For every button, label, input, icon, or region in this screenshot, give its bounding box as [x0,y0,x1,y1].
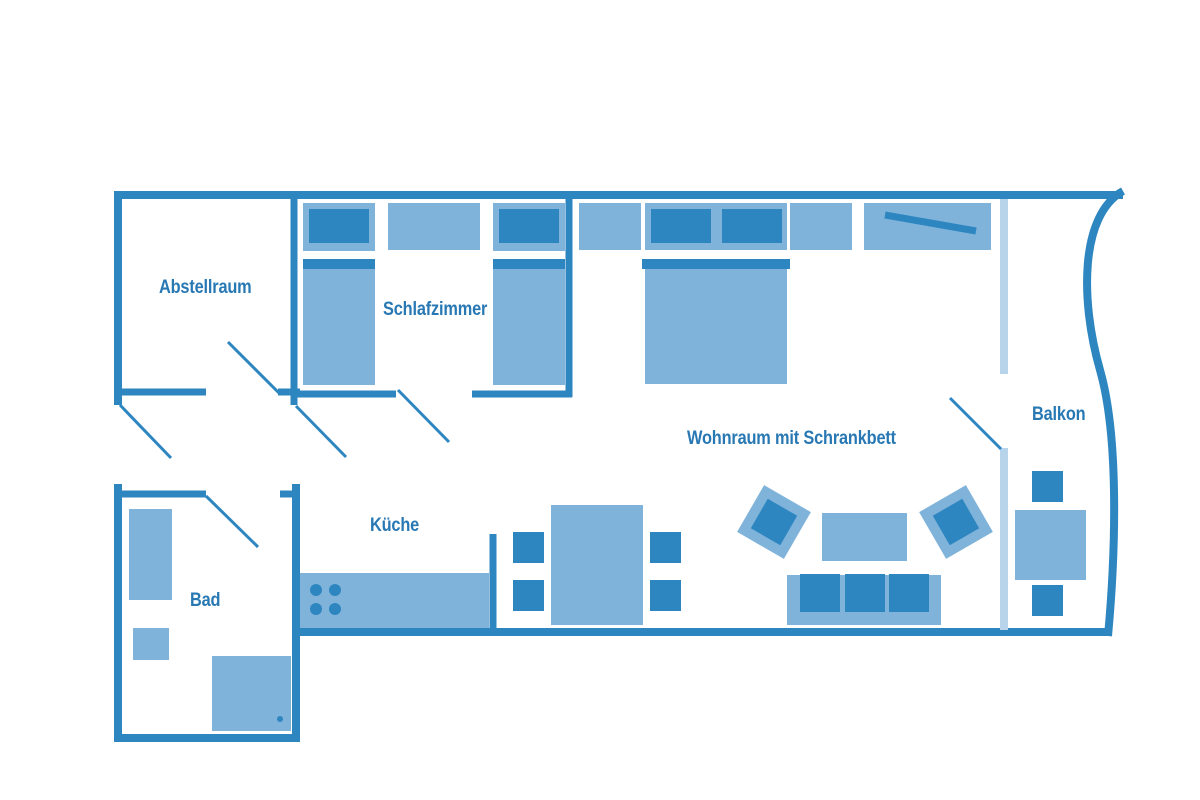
bed-right [493,259,565,385]
label-abstellraum: Abstellraum [159,277,252,298]
shower-drain [277,716,283,722]
door-balkon [948,396,1003,451]
dining-chair-3 [650,532,681,563]
stove-burner-3 [310,603,322,615]
toilet [133,628,169,660]
dining-table [551,505,643,625]
pillow-left-inner [309,209,369,243]
glass-upper [1000,199,1008,374]
stove-burner-2 [329,584,341,596]
cabinet-4 [864,203,991,250]
wall-balcony-curve [1083,187,1126,637]
cabinet-1 [579,203,641,250]
door-entry-left [118,403,173,460]
glass-lower [1000,448,1008,630]
dining-chair-1 [513,532,544,563]
bed-left [303,259,375,385]
sofa-cushion-3 [889,574,929,612]
murphy-bed-headboard [642,259,790,269]
bathtub [129,509,172,600]
kitchen-furniture [300,573,489,628]
pillow-double-left [651,209,711,243]
door-entry-mid [294,404,348,459]
murphy-bed [645,259,787,384]
cabinet-4-slant [884,211,977,235]
pillow-right-inner [499,209,559,243]
label-schlafzimmer: Schlafzimmer [383,299,488,320]
sofa-cushion-1 [800,574,840,612]
armchair-left [737,485,811,559]
door-abstell-inner [226,340,282,396]
kitchen-counter [300,573,489,628]
balkon-furniture [1015,471,1086,616]
stove-burner-1 [310,584,322,596]
wardrobe-schlaf [388,203,480,250]
label-wohnraum: Wohnraum mit Schrankbett [687,428,896,449]
wohnraum-furniture [513,203,993,625]
walls [114,187,1126,742]
balcony-chair-top [1032,471,1063,502]
bad-furniture [129,509,291,731]
armchair-right [919,485,993,559]
balcony-glazing [1000,199,1008,630]
label-bad: Bad [190,590,221,611]
sofa-cushion-2 [845,574,885,612]
balcony-table [1015,510,1086,580]
door-schlaf [396,388,451,444]
interior-walls [114,195,573,632]
dining-chair-2 [513,580,544,611]
balcony-chair-bottom [1032,585,1063,616]
schlafzimmer-furniture [303,203,565,385]
stove-burner-4 [329,603,341,615]
label-balkon: Balkon [1032,404,1086,425]
cabinet-3 [790,203,852,250]
coffee-table [822,513,907,561]
pillow-double-right [722,209,782,243]
bed-left-headboard [303,259,375,269]
bed-right-headboard [493,259,565,269]
door-bad [204,494,260,549]
door-swings [118,340,1003,549]
label-kueche: Küche [370,515,420,536]
dining-chair-4 [650,580,681,611]
